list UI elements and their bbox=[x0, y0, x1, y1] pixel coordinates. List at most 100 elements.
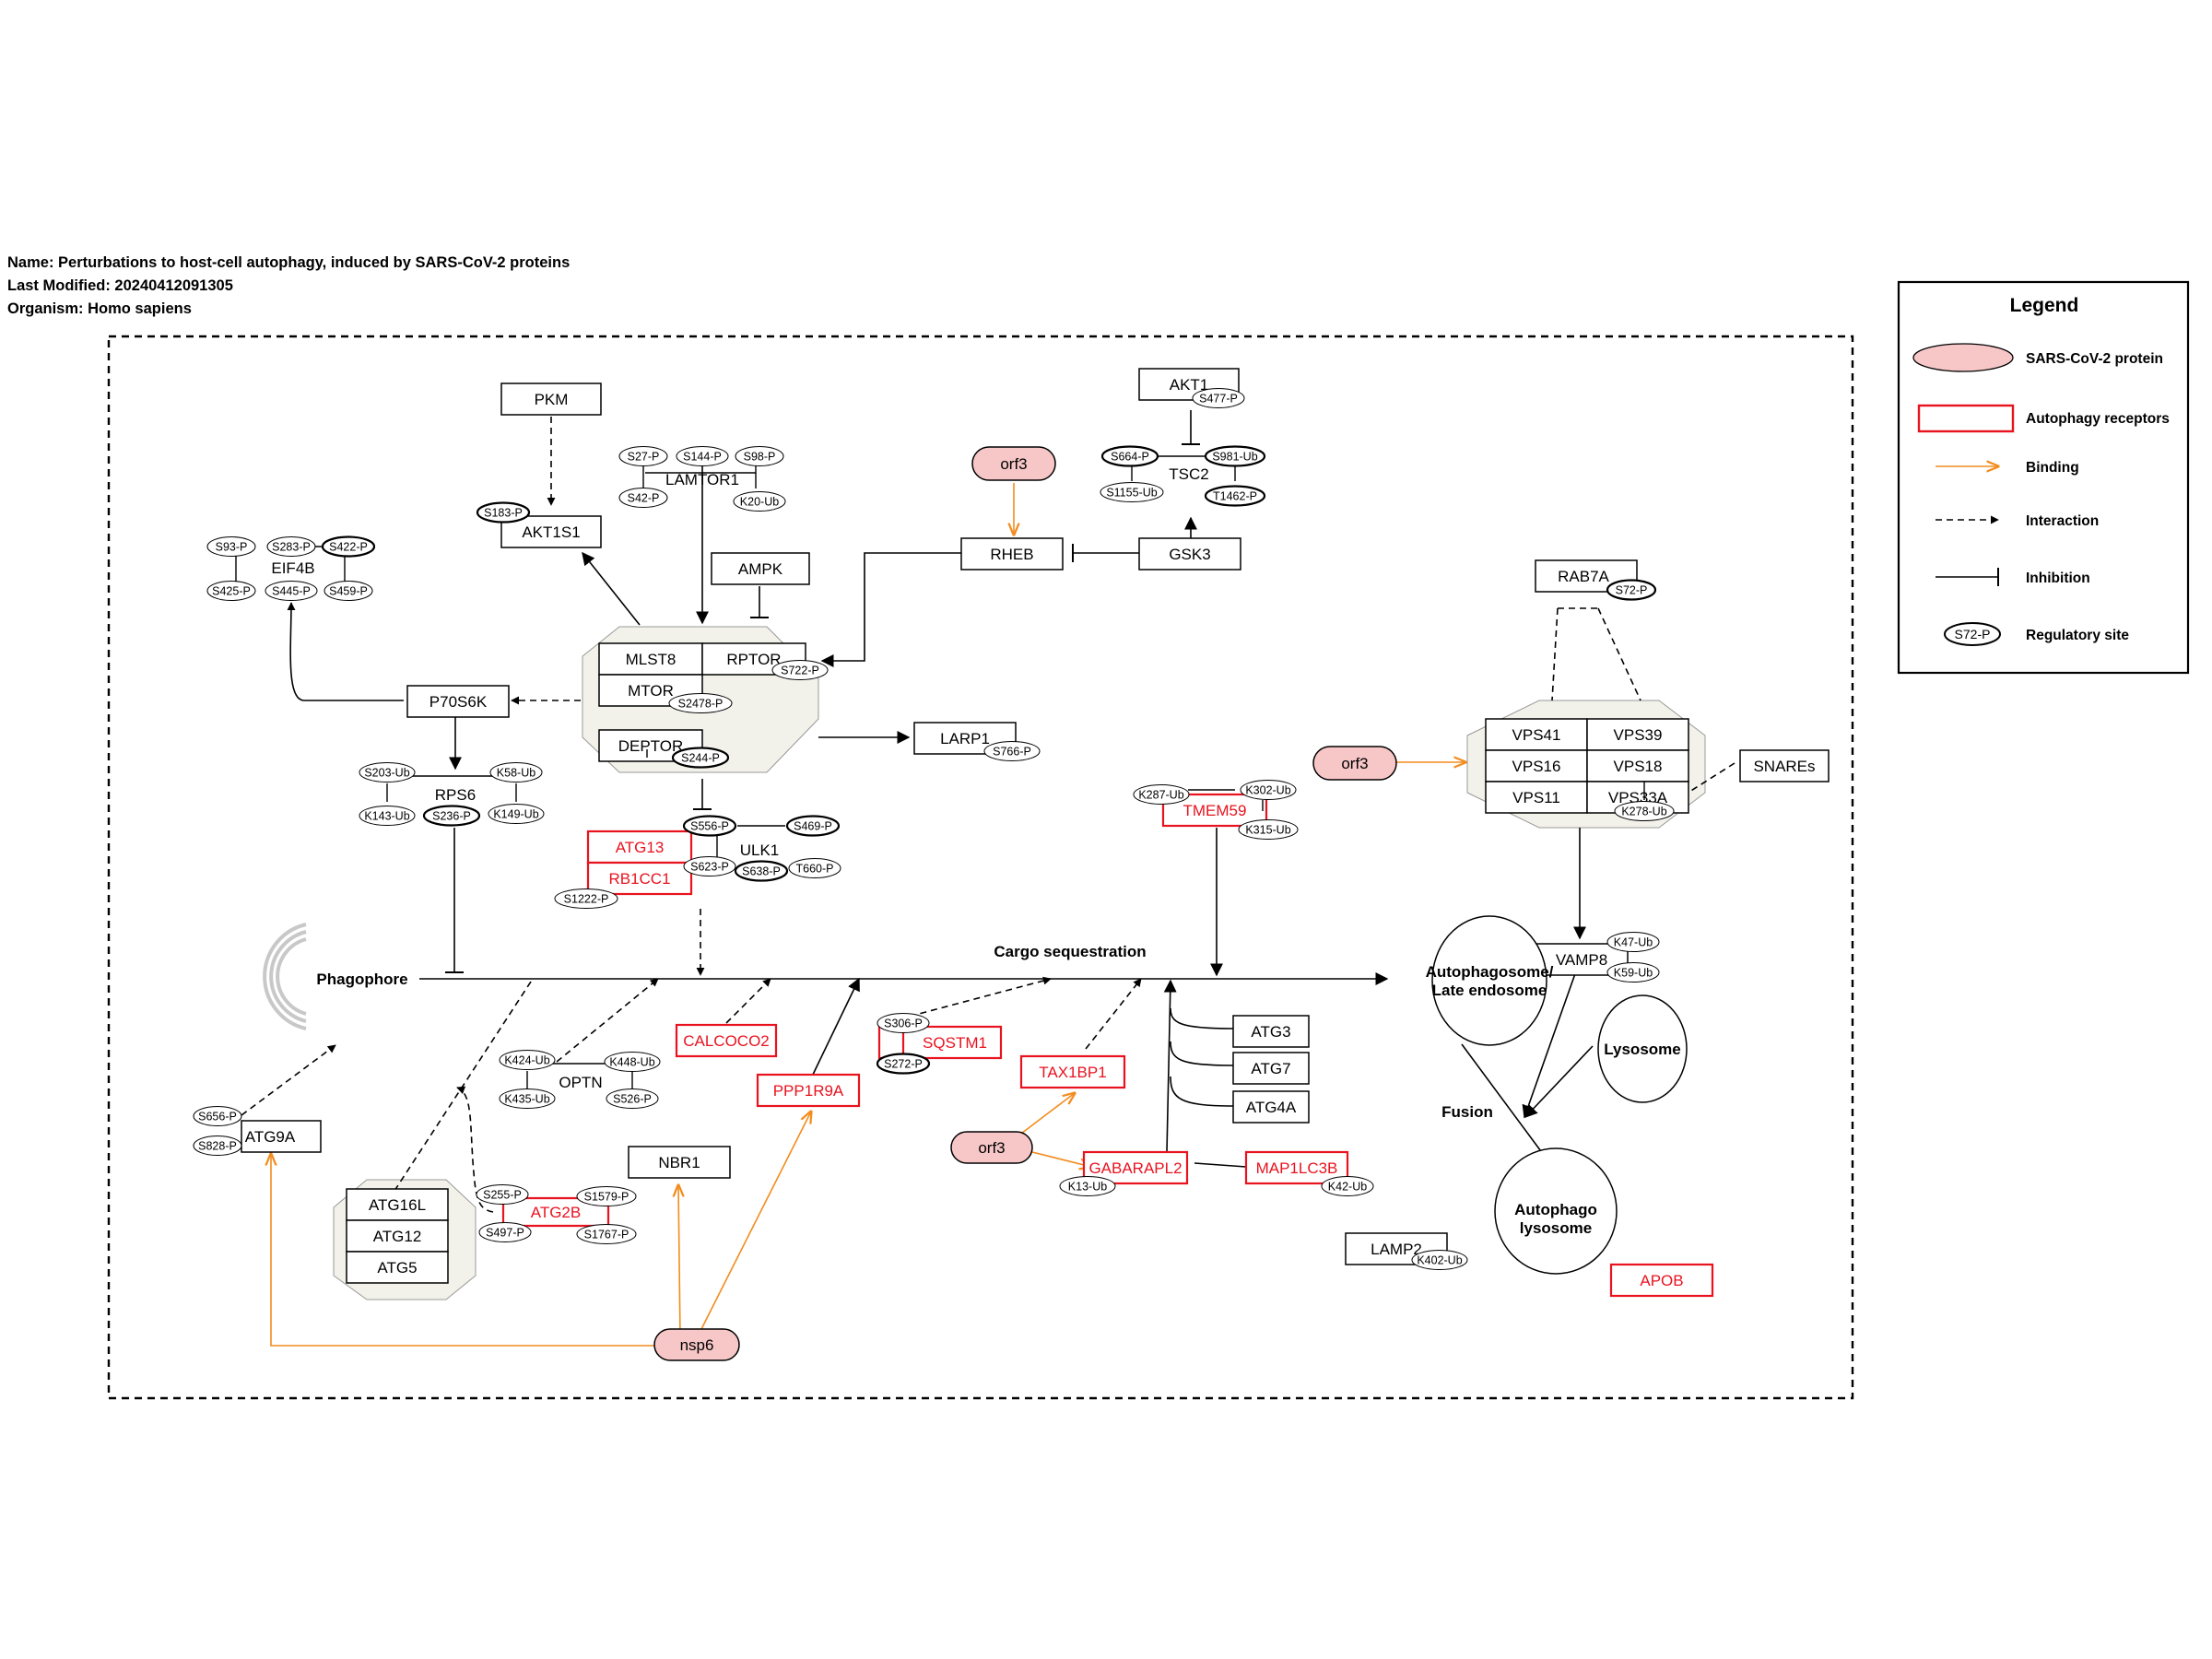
site-tmem59-k287: K287-Ub bbox=[1133, 784, 1190, 805]
node-rps6: RPS6 bbox=[435, 786, 476, 804]
node-gsk3: GSK3 bbox=[1169, 546, 1210, 563]
node-optn: OPTN bbox=[559, 1074, 602, 1091]
site-ellipse bbox=[1606, 962, 1660, 982]
site-ellipse bbox=[877, 1013, 930, 1033]
site-akt1-s477: S477-P bbox=[1192, 388, 1245, 408]
site-ellipse bbox=[265, 581, 318, 601]
node-vps18: VPS18 bbox=[1614, 758, 1663, 775]
site-ellipse bbox=[785, 815, 841, 837]
node-vps41: VPS41 bbox=[1512, 726, 1561, 744]
label-phagophore: Phagophore bbox=[316, 971, 407, 988]
site-eif4b-s422: S422-P bbox=[321, 535, 376, 558]
legend-inhibition-label: Inhibition bbox=[2026, 571, 2090, 586]
node-atg13: ATG13 bbox=[616, 839, 665, 856]
legend-box bbox=[1897, 280, 2190, 675]
site-ellipse bbox=[266, 536, 316, 557]
site-label: S42-P bbox=[628, 492, 660, 505]
node-gabarapl2: GABARAPL2 bbox=[1088, 1159, 1182, 1177]
site-label: S27-P bbox=[628, 451, 660, 464]
site-lamtor-s27: S27-P bbox=[618, 446, 668, 466]
site-label: T660-P bbox=[796, 863, 834, 876]
site-ulk1-t660: T660-P bbox=[788, 858, 841, 878]
site-label: S656-P bbox=[198, 1111, 237, 1124]
site-ellipse bbox=[554, 888, 618, 909]
site-label: K13-Ub bbox=[1068, 1181, 1107, 1194]
site-ulk1-s469: S469-P bbox=[785, 815, 841, 837]
site-eif4b-s425: S425-P bbox=[206, 581, 256, 601]
site-ellipse bbox=[604, 1052, 661, 1072]
site-ellipse bbox=[478, 1222, 532, 1242]
node-nsp6: nsp6 bbox=[680, 1336, 714, 1354]
node-apob: APOB bbox=[1640, 1272, 1683, 1289]
site-label: S98-P bbox=[744, 451, 776, 464]
site-ellipse bbox=[682, 815, 737, 837]
site-label: K302-Ub bbox=[1245, 784, 1290, 797]
site-ulk1-s623: S623-P bbox=[683, 856, 736, 877]
site-ellipse bbox=[193, 1135, 242, 1156]
node-p70s6k: P70S6K bbox=[429, 693, 488, 711]
site-optn-k448: K448-Ub bbox=[604, 1052, 661, 1072]
site-label: S828-P bbox=[198, 1140, 237, 1153]
node-calcoco2: CALCOCO2 bbox=[683, 1032, 770, 1050]
node-ampk: AMPK bbox=[738, 560, 783, 578]
site-label: S425-P bbox=[212, 585, 251, 598]
site-eif4b-s93: S93-P bbox=[206, 536, 256, 557]
site-lamtor-s98: S98-P bbox=[735, 446, 784, 466]
site-ellipse bbox=[499, 1050, 556, 1070]
node-orf3-mid: orf3 bbox=[1341, 755, 1368, 772]
site-label: S981-Ub bbox=[1212, 451, 1257, 464]
site-label: S638-P bbox=[742, 865, 781, 878]
site-ellipse bbox=[1411, 1250, 1468, 1270]
site-label: K149-Ub bbox=[493, 808, 538, 821]
site-vamp8-k59: K59-Ub bbox=[1606, 962, 1660, 982]
site-larp1-s766: S766-P bbox=[983, 741, 1041, 761]
node-sqstm1: SQSTM1 bbox=[923, 1034, 987, 1052]
phagophore-icon bbox=[263, 923, 307, 1030]
site-ellipse bbox=[668, 693, 733, 713]
site-ellipse bbox=[359, 806, 416, 826]
site-lamtor-s144: S144-P bbox=[676, 446, 729, 466]
node-atg12: ATG12 bbox=[373, 1228, 422, 1245]
legend-receptor-label: Autophagy receptors bbox=[2026, 411, 2170, 427]
site-ellipse bbox=[1059, 1176, 1116, 1196]
site-label: S722-P bbox=[781, 665, 819, 677]
label-autolysosome-2: lysosome bbox=[1520, 1219, 1592, 1237]
site-ellipse bbox=[476, 501, 531, 524]
legend-site-label: Regulatory site bbox=[2026, 628, 2129, 643]
site-label: S422-P bbox=[329, 541, 368, 554]
node-atg2b: ATG2B bbox=[531, 1204, 581, 1221]
site-label: K47-Ub bbox=[1614, 936, 1653, 949]
site-label: K58-Ub bbox=[497, 767, 535, 780]
site-label: S1767-P bbox=[584, 1229, 629, 1241]
site-label: K448-Ub bbox=[609, 1056, 654, 1069]
legend-site-icon bbox=[1944, 622, 2001, 646]
legend-site-example: S72-P bbox=[1955, 627, 1991, 641]
site-label: K143-Ub bbox=[364, 810, 409, 823]
site-atg2b-s1767: S1767-P bbox=[576, 1224, 637, 1244]
site-mtor-s2478: S2478-P bbox=[668, 693, 733, 713]
node-vps11: VPS11 bbox=[1512, 789, 1560, 806]
site-label: S445-P bbox=[272, 585, 311, 598]
site-sqstm1-s272: S272-P bbox=[876, 1053, 931, 1075]
site-ellipse bbox=[788, 858, 841, 878]
node-vps16: VPS16 bbox=[1512, 758, 1561, 775]
label-autophagosome-2: Late endosome bbox=[1432, 982, 1547, 999]
site-ellipse bbox=[1100, 445, 1159, 467]
node-vamp8: VAMP8 bbox=[1556, 951, 1607, 969]
site-label: K59-Ub bbox=[1614, 967, 1653, 980]
site-rps6-s203: S203-Ub bbox=[359, 762, 416, 782]
node-akt1s1: AKT1S1 bbox=[522, 524, 580, 541]
node-map1lc3b: MAP1LC3B bbox=[1256, 1159, 1338, 1177]
site-tsc2-s981: S981-Ub bbox=[1204, 445, 1266, 467]
sars-shapes bbox=[653, 446, 1397, 1361]
site-ellipse bbox=[618, 488, 668, 508]
site-akt1s1-s183: S183-P bbox=[476, 501, 531, 524]
site-label: S526-P bbox=[613, 1093, 652, 1106]
node-orf3-low: orf3 bbox=[978, 1139, 1005, 1157]
site-ellipse bbox=[671, 747, 730, 769]
node-atg7: ATG7 bbox=[1251, 1060, 1290, 1077]
site-label: K402-Ub bbox=[1417, 1254, 1462, 1267]
site-label: S72-P bbox=[1616, 584, 1648, 597]
